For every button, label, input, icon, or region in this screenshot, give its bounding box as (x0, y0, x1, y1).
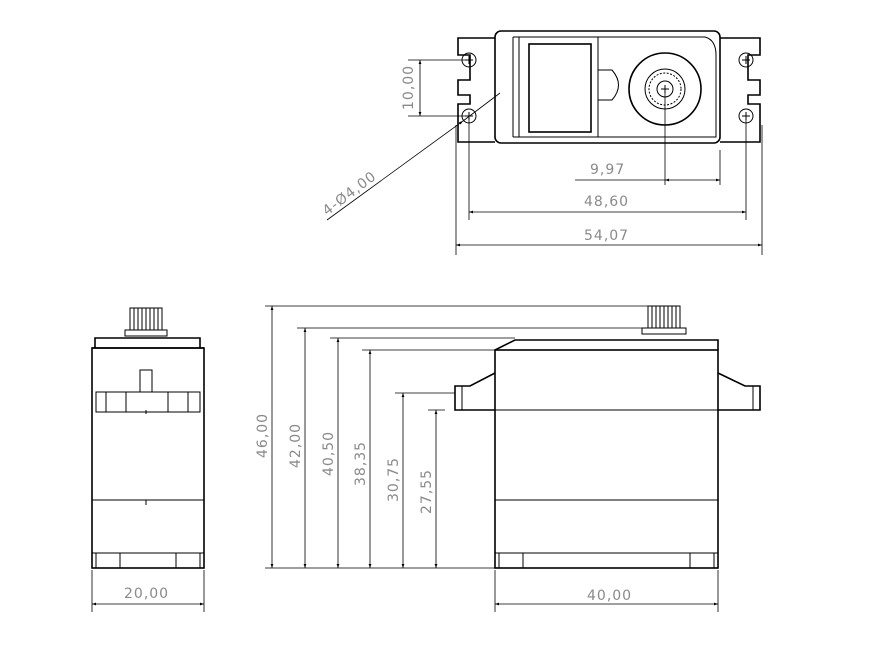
dim-height-42: 42,00 (288, 423, 304, 468)
dim-width: 20,00 (124, 586, 169, 602)
front-view-body (494, 349, 719, 569)
left-mounting-ear (457, 37, 495, 143)
end-view-flange (95, 391, 201, 413)
dim-height-30: 30,75 (386, 457, 402, 502)
dim-hole-spacing: 10,00 (401, 65, 417, 110)
front-right-ear (717, 372, 761, 411)
label-window (528, 43, 592, 133)
top-view: 10,00 4-Ø4,00 9,97 48,60 54,07 (320, 30, 763, 255)
end-view-cap (94, 337, 201, 348)
dim-hole-diameter: 4-Ø4,00 (320, 168, 380, 219)
front-view: 40,00 46,00 42,00 40,50 38,35 30,75 27,5… (255, 305, 761, 612)
mounting-holes (461, 52, 754, 124)
body-notch (597, 37, 619, 137)
end-view-ear (139, 369, 153, 392)
body-edge-lines (512, 37, 520, 137)
dim-height-40: 40,50 (321, 431, 337, 476)
right-mounting-ear (720, 37, 761, 143)
servo-body-top (494, 30, 721, 144)
end-view-body (91, 347, 205, 569)
dim-shaft-offset: 9,97 (590, 162, 625, 178)
dim-hole-span: 48,60 (584, 194, 629, 210)
dim-height-27: 27,55 (419, 469, 435, 514)
dim-overall-length: 54,07 (584, 228, 629, 244)
dim-length: 40,00 (587, 588, 632, 604)
dim-height-total: 46,00 (255, 413, 271, 458)
dim-height-38: 38,35 (353, 441, 369, 486)
top-cover-outline (513, 36, 717, 138)
front-view-cover (494, 339, 719, 351)
front-left-ear (454, 372, 496, 411)
end-view: 20,00 (91, 307, 205, 612)
